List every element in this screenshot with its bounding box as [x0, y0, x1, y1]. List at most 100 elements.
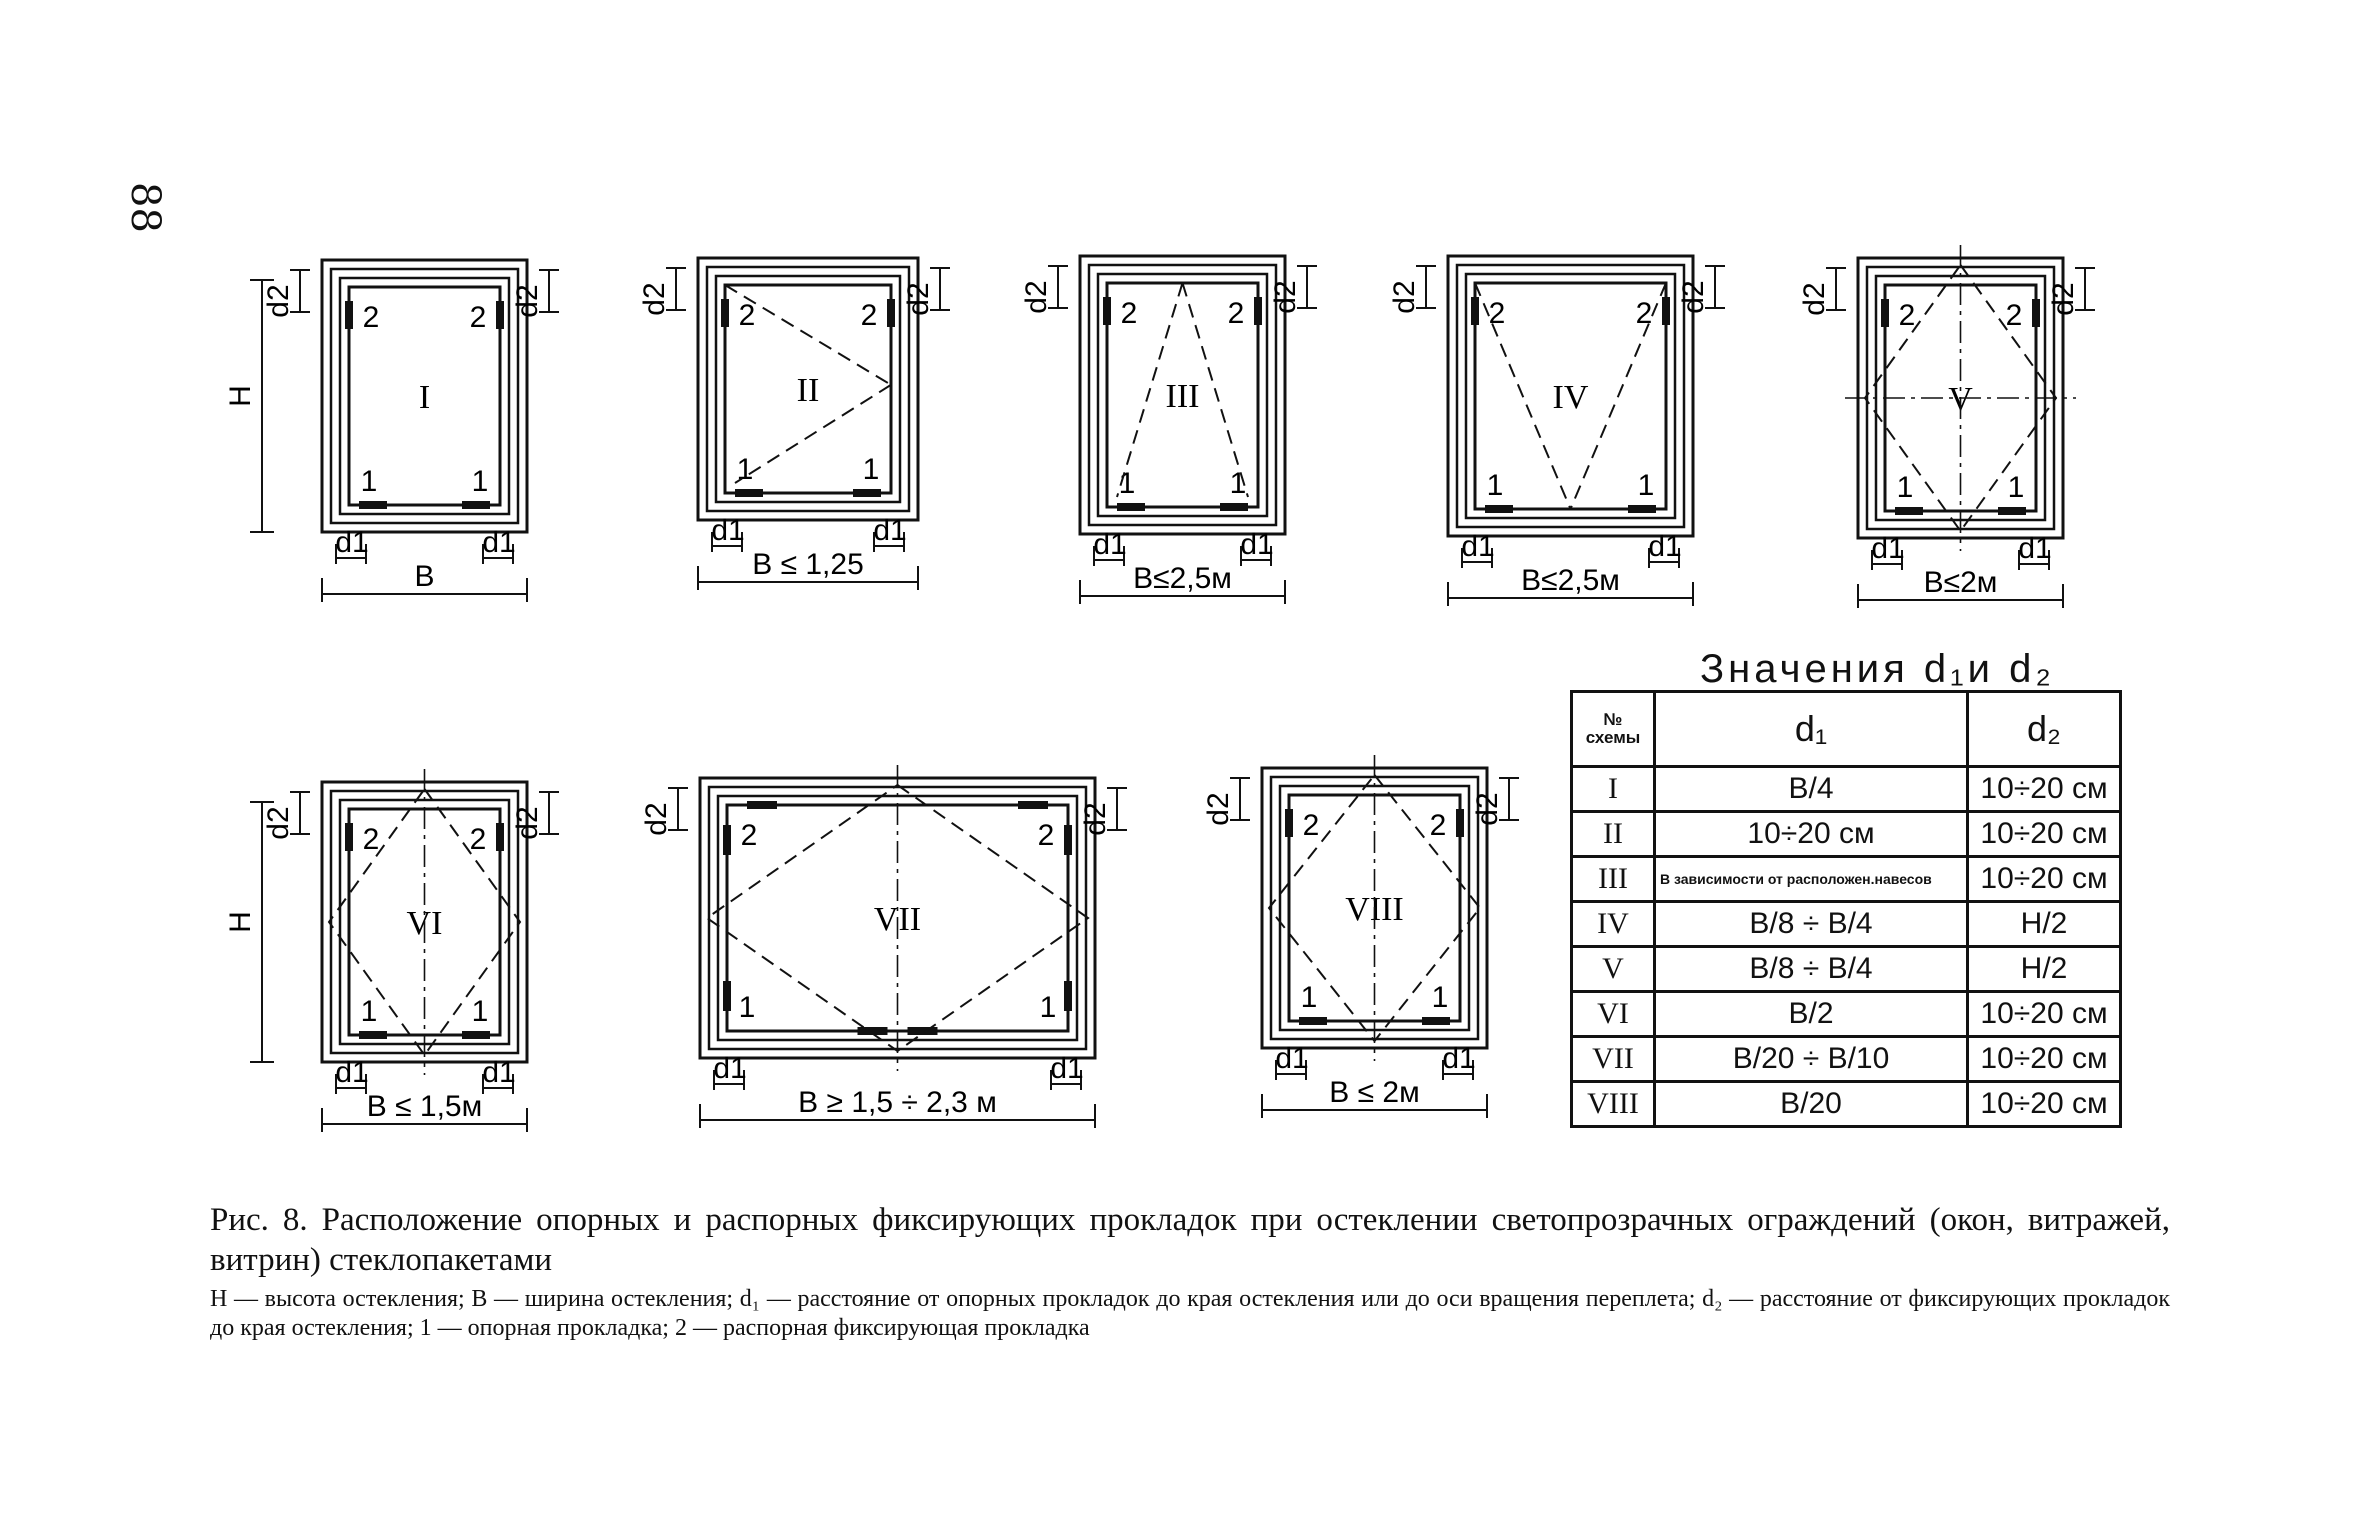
scheme-numeral: III: [1166, 378, 1200, 415]
spacer-pad: [1662, 297, 1670, 325]
figure-caption: Рис. 8. Расположение опорных и распорных…: [210, 1200, 2170, 1280]
spacer-pad: [723, 981, 731, 1011]
pad-label-support: 1: [1638, 469, 1655, 502]
pad-label-support: 1: [2008, 471, 2025, 504]
scheme-cell: IV: [1570, 900, 1656, 948]
opening-line: [724, 284, 892, 386]
d2-cell: 10÷20 см: [1966, 765, 2122, 813]
offset-label: d1: [335, 526, 368, 559]
pad-label-support: 1: [361, 465, 378, 498]
pad-label-spacer: 2: [363, 823, 380, 856]
spacer-pad: [345, 301, 353, 329]
pad-label-spacer: 2: [1228, 297, 1245, 330]
offset-label: d1: [2018, 532, 2051, 565]
pad-label-spacer: 2: [1121, 297, 1138, 330]
pad-label-support: 1: [737, 453, 754, 486]
support-pad: [1628, 505, 1656, 513]
pad-label-spacer: 2: [2006, 299, 2023, 332]
support-pad: [1485, 505, 1513, 513]
opening-line: [734, 383, 892, 484]
offset-label: d1: [1648, 530, 1681, 563]
pad-label-spacer: 2: [741, 819, 758, 852]
opening-line: [1569, 282, 1667, 510]
offset-label: d2: [1202, 792, 1235, 825]
spacer-pad: [496, 301, 504, 329]
pad-label-spacer: 2: [1636, 297, 1653, 330]
opening-line: [1474, 282, 1572, 510]
frame-line: [320, 258, 529, 534]
offset-label: d1: [1093, 528, 1126, 561]
offset-label: d2: [1471, 792, 1504, 825]
opening-line: [1181, 282, 1249, 498]
d2-cell: 10÷20 см: [1966, 855, 2122, 903]
offset-label: d2: [1798, 282, 1831, 315]
frame-line: [714, 274, 902, 504]
offset-label: d1: [335, 1056, 368, 1089]
figure-legend: H — высота остекления; B — ширина остекл…: [210, 1286, 2170, 1341]
scheme-numeral: I: [419, 379, 430, 416]
pad-label-spacer: 2: [739, 299, 756, 332]
header-d2: d₂: [1966, 690, 2122, 768]
offset-label: d1: [713, 1052, 746, 1085]
offset-label: d1: [711, 514, 744, 547]
frame-line: [696, 256, 920, 522]
offset-label: d1: [1871, 532, 1904, 565]
offset-label: d2: [1677, 280, 1710, 313]
pad-label-spacer: 2: [1430, 809, 1447, 842]
offset-label: d2: [511, 806, 544, 839]
offset-label: d1: [873, 514, 906, 547]
support-pad: [462, 1031, 490, 1039]
d1-cell: 10÷20 см: [1652, 810, 1970, 858]
offset-label: d1: [1275, 1042, 1308, 1075]
pad-label-spacer: 2: [1038, 819, 1055, 852]
scheme-cell: VII: [1570, 1035, 1656, 1083]
pad-label-support: 1: [1040, 991, 1057, 1024]
offset-label: d1: [1442, 1042, 1475, 1075]
support-pad: [359, 501, 387, 509]
pad-label-support: 1: [739, 991, 756, 1024]
offset-label: d1: [1461, 530, 1494, 563]
spacer-pad: [2032, 299, 2040, 327]
offset-label: d1: [482, 1056, 515, 1089]
support-pad: [462, 501, 490, 509]
width-label: B ≥ 1,5 ÷ 2,3 м: [798, 1086, 997, 1119]
header-d1: d₁: [1652, 690, 1970, 768]
pad-label-support: 1: [1897, 471, 1914, 504]
pad-label-spacer: 2: [363, 301, 380, 334]
frame-line: [723, 283, 893, 495]
width-label: B≤2м: [1924, 566, 1998, 599]
spacer-pad: [496, 823, 504, 851]
support-pad: [1998, 507, 2026, 515]
offset-label: d2: [262, 806, 295, 839]
pad-label-support: 1: [1432, 981, 1449, 1014]
offset-label: d2: [1388, 280, 1421, 313]
d1-cell: B/8 ÷ B/4: [1652, 945, 1970, 993]
spacer-pad: [1285, 809, 1293, 837]
frame-line: [347, 285, 502, 507]
offset-label: d2: [1079, 802, 1112, 835]
width-label: B: [414, 560, 434, 593]
support-pad: [1299, 1017, 1327, 1025]
spacer-pad: [1018, 801, 1048, 809]
width-label: B ≤ 2м: [1329, 1076, 1419, 1109]
d2-cell: 10÷20 см: [1966, 1080, 2122, 1128]
pad-label-spacer: 2: [1489, 297, 1506, 330]
spacer-pad: [887, 299, 895, 327]
pad-label-spacer: 2: [1899, 299, 1916, 332]
frame-line: [1078, 254, 1287, 536]
d1-cell: B/20: [1652, 1080, 1970, 1128]
caption-title: Рис. 8. Расположение опорных и распорных…: [210, 1202, 2170, 1278]
spacer-pad: [1103, 297, 1111, 325]
offset-label: d1: [1240, 528, 1273, 561]
scheme-cell: VI: [1570, 990, 1656, 1038]
pad-label-support: 1: [361, 995, 378, 1028]
